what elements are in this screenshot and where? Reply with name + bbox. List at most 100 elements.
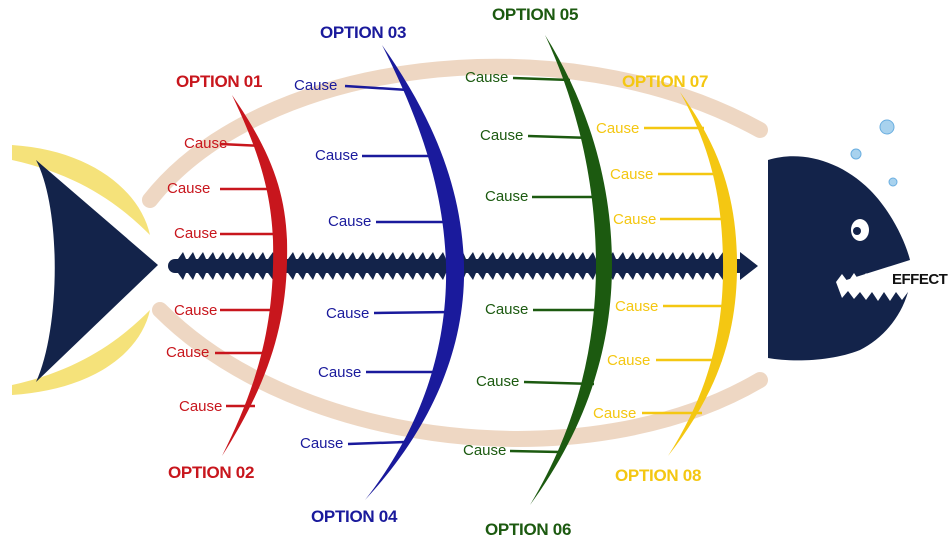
spine-tooth — [438, 252, 446, 280]
spine-tooth — [298, 252, 306, 280]
cause-label: Cause — [294, 77, 338, 94]
cause-label: Cause — [465, 69, 509, 86]
option-05-label: OPTION 05 — [492, 5, 579, 24]
spine-tooth — [528, 252, 536, 280]
spine-tooth — [428, 252, 436, 280]
cause-label: Cause — [480, 127, 524, 144]
spine-tooth — [498, 252, 506, 280]
spine-tooth — [318, 252, 326, 280]
spine-tooth — [668, 252, 676, 280]
spine-tooth — [208, 252, 216, 280]
rib-blue — [365, 45, 465, 500]
spine-tooth — [678, 252, 686, 280]
spine-tooth — [398, 252, 406, 280]
tail-glow-lower — [12, 310, 150, 395]
cause-label: Cause — [463, 442, 507, 459]
spine-tooth — [338, 252, 346, 280]
cause-label: Cause — [166, 344, 210, 361]
cause-label: Cause — [485, 301, 529, 318]
cause-label: Cause — [596, 120, 640, 137]
spine-tooth — [578, 252, 586, 280]
fish-teeth — [836, 271, 908, 301]
spine-tooth — [388, 252, 396, 280]
spine-tooth — [478, 252, 486, 280]
rib-red — [222, 95, 288, 456]
cause-label: Cause — [328, 213, 372, 230]
spine-tooth — [178, 252, 186, 280]
spine-tooth — [698, 252, 706, 280]
cause-label: Cause — [485, 188, 529, 205]
cause-label: Cause — [300, 435, 344, 452]
spine-tooth — [348, 252, 356, 280]
spine-tooth — [368, 252, 376, 280]
spine-tooth — [188, 252, 196, 280]
cause-label: Cause — [593, 405, 637, 422]
spine-tooth — [568, 252, 576, 280]
option-04-label: OPTION 04 — [311, 507, 398, 526]
spine-tooth — [708, 252, 716, 280]
spine-tooth — [198, 252, 206, 280]
spine-tooth — [518, 252, 526, 280]
option-02-label: OPTION 02 — [168, 463, 255, 482]
cause-label: Cause — [476, 373, 520, 390]
cause-label: Cause — [613, 211, 657, 228]
bubbles — [850, 119, 898, 187]
branches-yellow — [642, 126, 727, 415]
option-06-label: OPTION 06 — [485, 520, 572, 539]
spine-tooth — [248, 252, 256, 280]
rib-yellow — [668, 92, 738, 456]
spine-tooth — [218, 252, 226, 280]
spine-tooth — [628, 252, 636, 280]
fish-head — [768, 156, 910, 361]
spine-tooth — [408, 252, 416, 280]
rib-green — [530, 35, 612, 505]
spine-tooth — [648, 252, 656, 280]
branches-green — [509, 76, 603, 454]
spine-tooth — [588, 252, 596, 280]
fish-eye — [851, 219, 869, 241]
cause-label: Cause — [179, 398, 223, 415]
spine-tooth — [548, 252, 556, 280]
branches-blue — [344, 84, 453, 446]
spine-teeth — [178, 252, 736, 280]
cause-label: Cause — [610, 166, 654, 183]
spine-tooth — [258, 252, 266, 280]
spine-tooth — [688, 252, 696, 280]
cause-label: Cause — [607, 352, 651, 369]
spine-tooth — [658, 252, 666, 280]
cause-label: Cause — [174, 225, 218, 242]
option-07-label: OPTION 07 — [622, 72, 709, 91]
cause-label: Cause — [167, 180, 211, 197]
fish-body-outline-bottom — [152, 302, 768, 447]
option-03-label: OPTION 03 — [320, 23, 407, 42]
spine-tooth — [558, 252, 566, 280]
cause-label: Cause — [184, 135, 228, 152]
spine-tooth — [238, 252, 246, 280]
branches-red — [215, 142, 277, 408]
option-08-label: OPTION 08 — [615, 466, 702, 485]
cause-label: Cause — [326, 305, 370, 322]
spine-tooth — [618, 252, 626, 280]
fish-body-outline-top — [142, 58, 768, 208]
spine-tooth — [468, 252, 476, 280]
spine-tooth — [228, 252, 236, 280]
spine-tooth — [328, 252, 336, 280]
spine-tooth — [538, 252, 546, 280]
spine-tooth — [508, 252, 516, 280]
spine-tooth — [378, 252, 386, 280]
tail-glow — [12, 145, 150, 235]
option-01-label: OPTION 01 — [176, 72, 263, 91]
spine-tooth — [638, 252, 646, 280]
fish-tail — [36, 160, 158, 382]
cause-label: Cause — [615, 298, 659, 315]
spine-tooth — [288, 252, 296, 280]
cause-label: Cause — [315, 147, 359, 164]
spine-tooth — [358, 252, 366, 280]
cause-label: Cause — [318, 364, 362, 381]
spine-tooth — [308, 252, 316, 280]
spine-tooth — [418, 252, 426, 280]
spine-tooth — [488, 252, 496, 280]
effect-label: EFFECT — [892, 271, 948, 288]
